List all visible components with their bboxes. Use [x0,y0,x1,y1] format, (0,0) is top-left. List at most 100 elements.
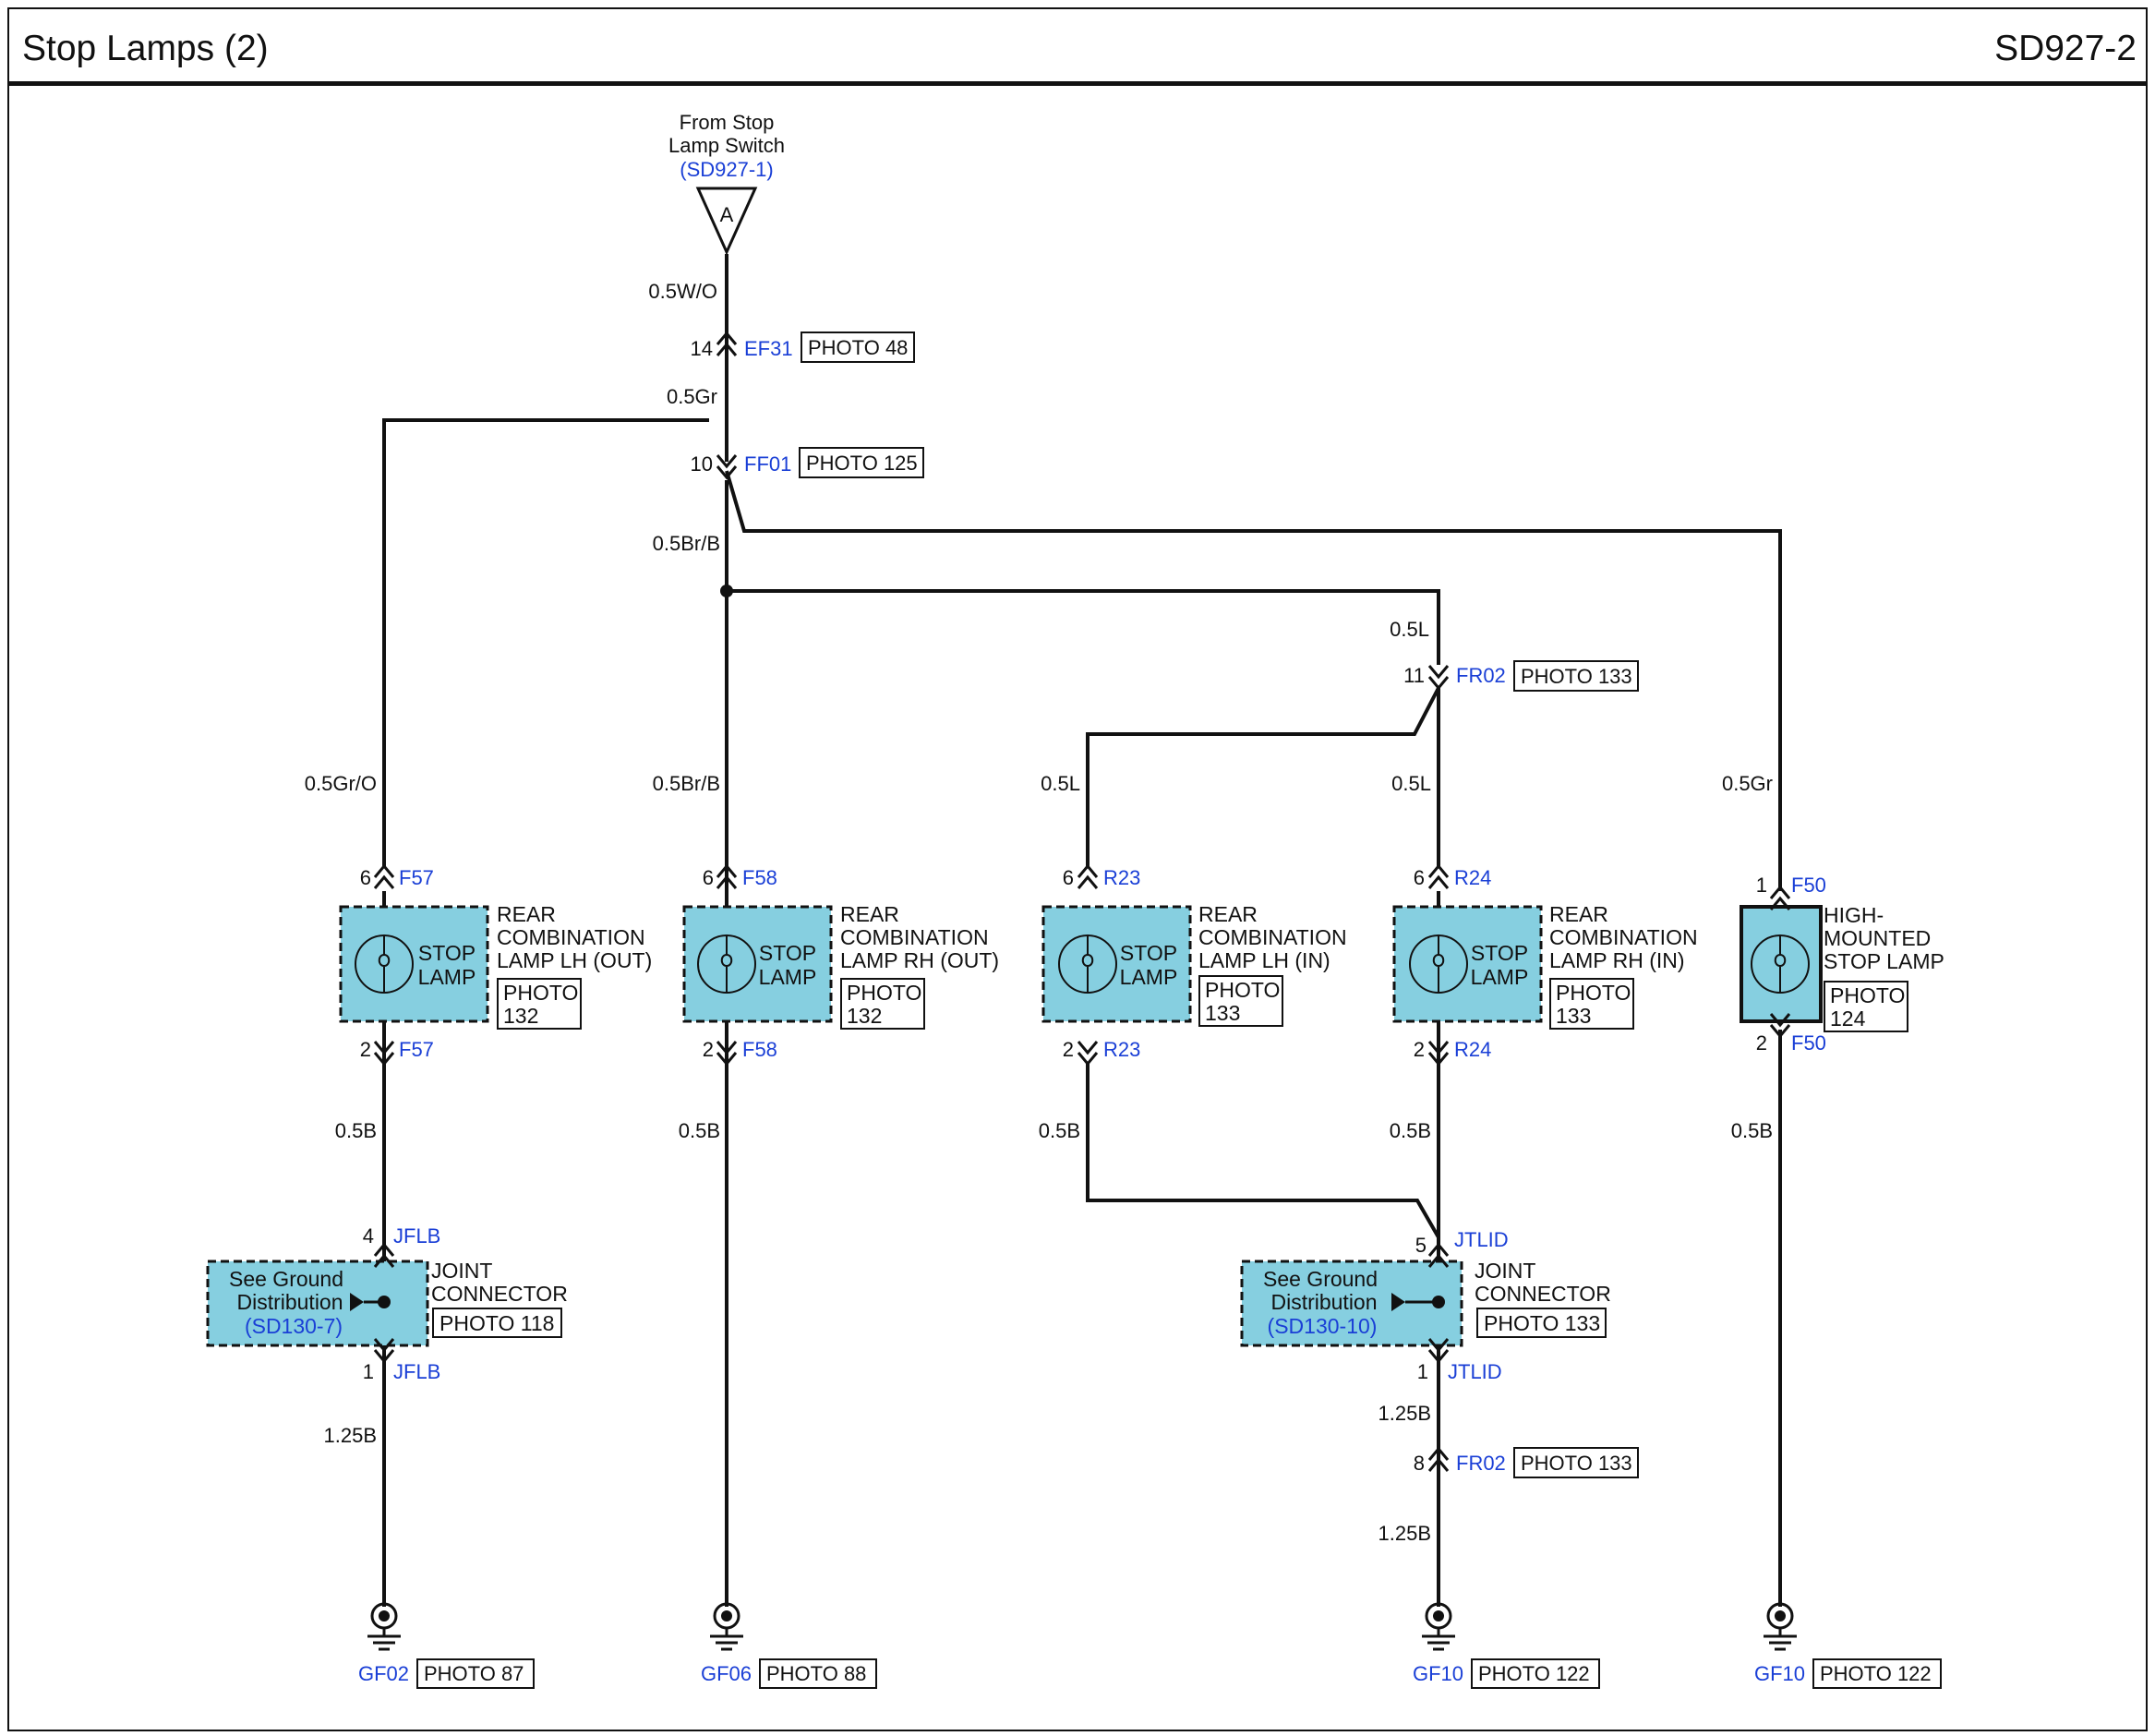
photo-box [799,447,924,478]
photo-ref[interactable]: PHOTO [1556,981,1631,1005]
component-body [206,1260,429,1347]
connector-f50-link[interactable]: F50 [1791,874,1826,897]
wire-label: 1.25B [324,1424,378,1447]
photo-ref[interactable]: PHOTO 87 [424,1662,524,1685]
ground-distribution-link[interactable]: (SD130-7) [245,1314,343,1338]
connector-ff01-link[interactable]: FF01 [744,452,791,476]
component-name: MOUNTED [1824,926,1931,950]
wire-label: 0.5B [1390,1119,1431,1142]
pin-number: 2 [1414,1038,1425,1061]
photo-ref[interactable]: 133 [1556,1004,1591,1028]
photo-box [1549,978,1634,1030]
component-body [339,905,489,1023]
component-name: COMBINATION [1549,925,1698,949]
photo-ref[interactable]: PHOTO 122 [1820,1662,1932,1685]
arrow-icon [1391,1293,1405,1311]
connector-jtlid-link[interactable]: JTLID [1448,1360,1502,1383]
component-name: JOINT [431,1259,492,1283]
photo-ref[interactable]: 124 [1830,1007,1866,1031]
photo-ref[interactable]: PHOTO 88 [766,1662,866,1685]
connector-r23-link[interactable]: R23 [1103,866,1140,889]
lamp-inner-label: LAMP [1120,965,1178,989]
photo-box [1476,1308,1607,1338]
connector-r24-symbol [1427,864,1450,890]
component-name: LAMP LH (OUT) [497,948,652,972]
photo-ref[interactable]: 132 [847,1004,882,1028]
photo-ref[interactable]: PHOTO 48 [808,336,908,359]
lamp-inner-label: LAMP [418,965,476,989]
connector-f57-link[interactable]: F57 [399,1038,434,1061]
pin-number: 6 [1414,866,1425,889]
ground-gf10-link[interactable]: GF10 [1413,1662,1463,1685]
connector-jflb-link[interactable]: JFLB [393,1360,440,1383]
connector-ef31-link[interactable]: EF31 [744,337,793,360]
connector-r24-link[interactable]: R24 [1454,1038,1491,1061]
photo-ref[interactable]: 133 [1205,1001,1240,1025]
lamp-inner-label: STOP [1120,941,1177,965]
photo-ref[interactable]: PHOTO 125 [806,452,918,475]
photo-ref[interactable]: PHOTO 133 [1521,665,1632,688]
photo-box [801,332,915,363]
wire-label: 0.5L [1041,772,1080,795]
wire-label: 0.5W/O [648,280,717,303]
pin-number: 4 [363,1224,374,1248]
connector-fr02-link[interactable]: FR02 [1456,1452,1506,1475]
photo-box [497,978,582,1030]
ground-distribution-link[interactable]: (SD130-10) [1268,1314,1378,1338]
pin-number: 2 [703,1038,714,1061]
connector-r23-symbol [1077,864,1099,890]
photo-ref[interactable]: PHOTO [847,981,921,1005]
photo-ref[interactable]: PHOTO [1205,978,1280,1002]
component-name: LAMP RH (IN) [1549,948,1685,972]
source-ref-link[interactable]: (SD927-1) [680,158,773,181]
see-ground-text: See Ground [229,1267,343,1291]
lamp-inner-label: LAMP [759,965,817,989]
ground-icon [708,1602,745,1651]
wire-lhin-ground [1086,1062,1440,1238]
connector-r24-link[interactable]: R24 [1454,866,1491,889]
pin-number: 2 [1756,1031,1767,1055]
photo-box [1513,660,1639,692]
connector-fr02-symbol [1427,664,1450,690]
source-connector-letter: A [720,203,734,226]
photo-ref[interactable]: PHOTO 133 [1521,1452,1632,1475]
lamp-rear-combination-rh-in: STOP LAMP REAR COMBINATION LAMP RH (IN) … [1392,902,1698,1030]
photo-box [1198,975,1283,1027]
wire-label: 0.5Gr [667,385,717,408]
photo-ref[interactable]: PHOTO 118 [439,1311,554,1335]
component-body [1740,905,1823,1023]
border-frame [7,7,2148,1731]
wire-label: 1.25B [1378,1522,1432,1545]
pin-number: 1 [1417,1360,1428,1383]
ground-gf06-link[interactable]: GF06 [701,1662,752,1685]
wire-label: 0.5B [1039,1119,1080,1142]
connector-f50-link[interactable]: F50 [1791,1031,1826,1055]
connector-f57-link[interactable]: F57 [399,866,434,889]
pin-number: 2 [1063,1038,1074,1061]
connector-f58-link[interactable]: F58 [742,866,777,889]
connector-r23-link[interactable]: R23 [1103,1038,1140,1061]
photo-ref[interactable]: PHOTO 122 [1478,1662,1590,1685]
ground-gf02-link[interactable]: GF02 [358,1662,409,1685]
pin-number: 14 [691,337,713,360]
component-name: REAR [1549,902,1608,926]
wire-label: 0.5B [335,1119,377,1142]
component-body [682,905,833,1023]
photo-ref[interactable]: 132 [503,1004,538,1028]
connector-fr02-link[interactable]: FR02 [1456,664,1506,687]
photo-box [432,1308,562,1338]
photo-ref[interactable]: PHOTO [1830,983,1905,1007]
photo-ref[interactable]: PHOTO [503,981,578,1005]
connector-jtlid-link[interactable]: JTLID [1454,1228,1509,1251]
component-name: JOINT [1475,1259,1535,1283]
pin-number: 1 [363,1360,374,1383]
photo-ref[interactable]: PHOTO 133 [1484,1311,1600,1335]
connector-f58-link[interactable]: F58 [742,1038,777,1061]
wire-label: 0.5Br/B [653,532,720,555]
ground-gf10-link[interactable]: GF10 [1754,1662,1805,1685]
source-line1: From Stop [680,111,775,134]
connector-jflb-link[interactable]: JFLB [393,1224,440,1248]
source-connector-triangle [695,187,758,256]
pin-number: 2 [360,1038,371,1061]
